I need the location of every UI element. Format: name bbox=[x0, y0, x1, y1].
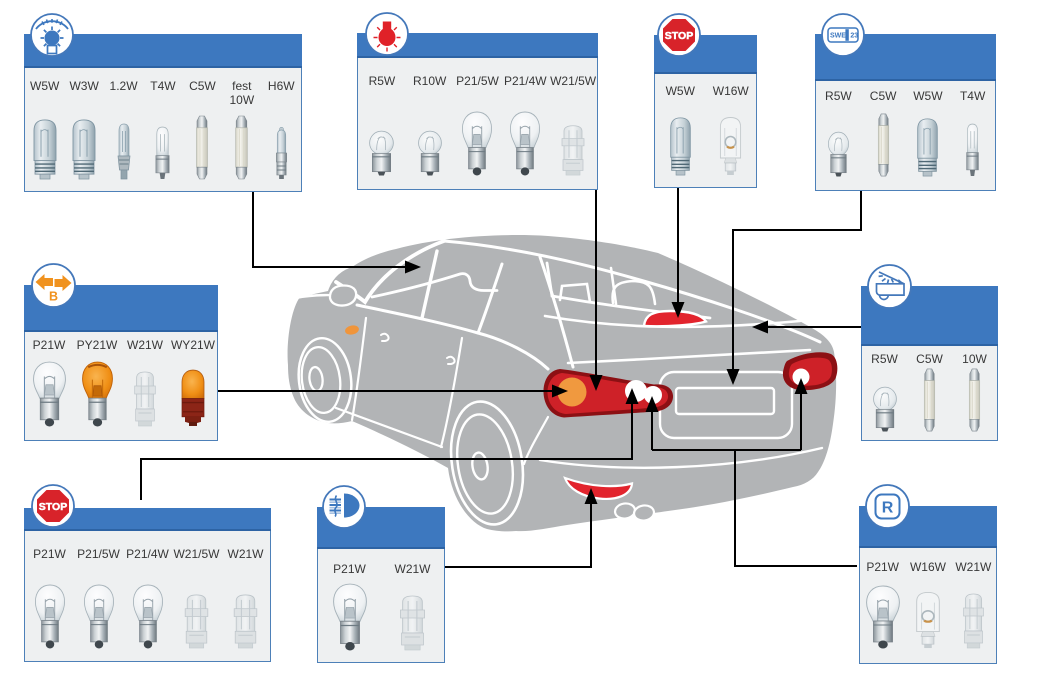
svg-text:23: 23 bbox=[850, 33, 858, 40]
svg-text:B: B bbox=[49, 290, 58, 304]
svg-text:STOP: STOP bbox=[39, 501, 67, 513]
svg-text:SWE: SWE bbox=[830, 33, 846, 40]
svg-text:STOP: STOP bbox=[665, 30, 693, 42]
svg-text:R: R bbox=[882, 500, 894, 517]
